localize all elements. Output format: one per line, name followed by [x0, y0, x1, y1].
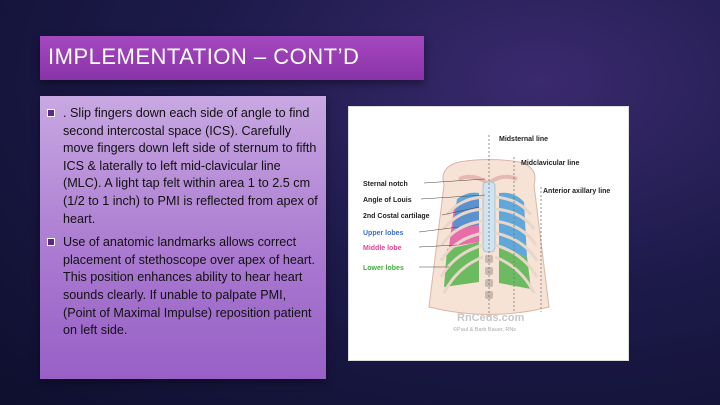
- upper-lobes-label: Upper lobes: [363, 230, 404, 237]
- slide-title-bar: IMPLEMENTATION – CONT’D: [40, 36, 424, 80]
- sternal-notch-label: Sternal notch: [363, 181, 408, 188]
- anterior-axillary-label: Anterior axillary line: [543, 188, 610, 195]
- bullet-text-2: Use of anatomic landmarks allows correct…: [63, 235, 316, 338]
- chest-landmarks-diagram: Midsternal line Midclavicular line Stern…: [348, 106, 629, 361]
- midclavicular-label: Midclavicular line: [521, 160, 579, 167]
- angle-louis-label: Angle of Louis: [363, 197, 412, 204]
- bullet-list: . Slip fingers down each side of angle t…: [46, 105, 322, 346]
- costal-label: 2nd Costal cartilage: [363, 213, 430, 220]
- bullet-text-1: . Slip fingers down each side of angle t…: [63, 106, 318, 226]
- checkbox-bullet-icon: [47, 238, 55, 247]
- bullet-item-1: . Slip fingers down each side of angle t…: [46, 105, 322, 228]
- watermark: RnCeus.com: [457, 312, 524, 324]
- credit-text: ©Paul & Barb Bauer, RNs: [453, 326, 516, 333]
- slide-title: IMPLEMENTATION – CONT’D: [48, 44, 360, 69]
- rib-cage-illustration: Midsternal line Midclavicular line Stern…: [363, 135, 610, 333]
- middle-lobe-label: Middle lobe: [363, 245, 402, 252]
- checkbox-bullet-icon: [47, 109, 55, 117]
- bullet-item-2: Use of anatomic landmarks allows correct…: [46, 234, 322, 340]
- midsternal-label: Midsternal line: [499, 136, 548, 143]
- lower-lobes-label: Lower lobes: [363, 265, 404, 272]
- content-panel: . Slip fingers down each side of angle t…: [40, 96, 326, 379]
